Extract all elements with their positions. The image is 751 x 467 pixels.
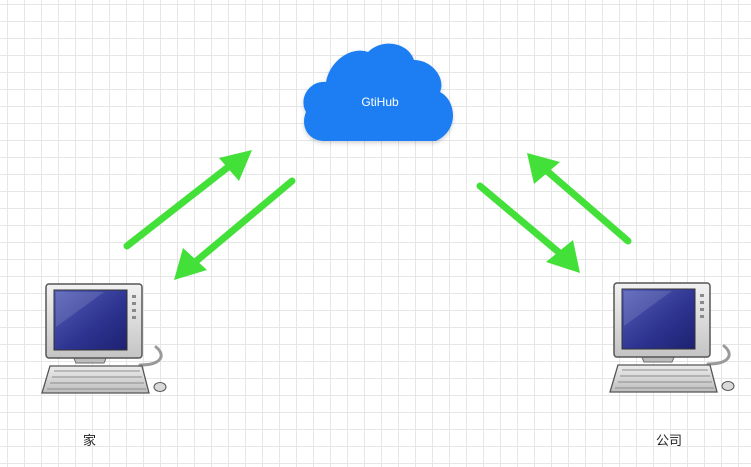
office-label: 公司	[656, 434, 683, 449]
arrow-office-to-cloud	[527, 153, 632, 245]
arrow-home-to-cloud	[123, 150, 252, 250]
office-computer	[608, 281, 736, 394]
arrow-cloud-to-office	[476, 182, 580, 273]
home-label: 家	[83, 434, 97, 449]
arrow-cloud-to-home	[174, 177, 296, 280]
cloud-label: GtiHub	[361, 95, 399, 109]
home-computer	[40, 282, 168, 395]
cloud-icon	[303, 43, 453, 142]
desktop-computer-icon	[608, 281, 736, 394]
desktop-computer-icon	[40, 282, 168, 395]
github-cloud	[303, 43, 453, 142]
